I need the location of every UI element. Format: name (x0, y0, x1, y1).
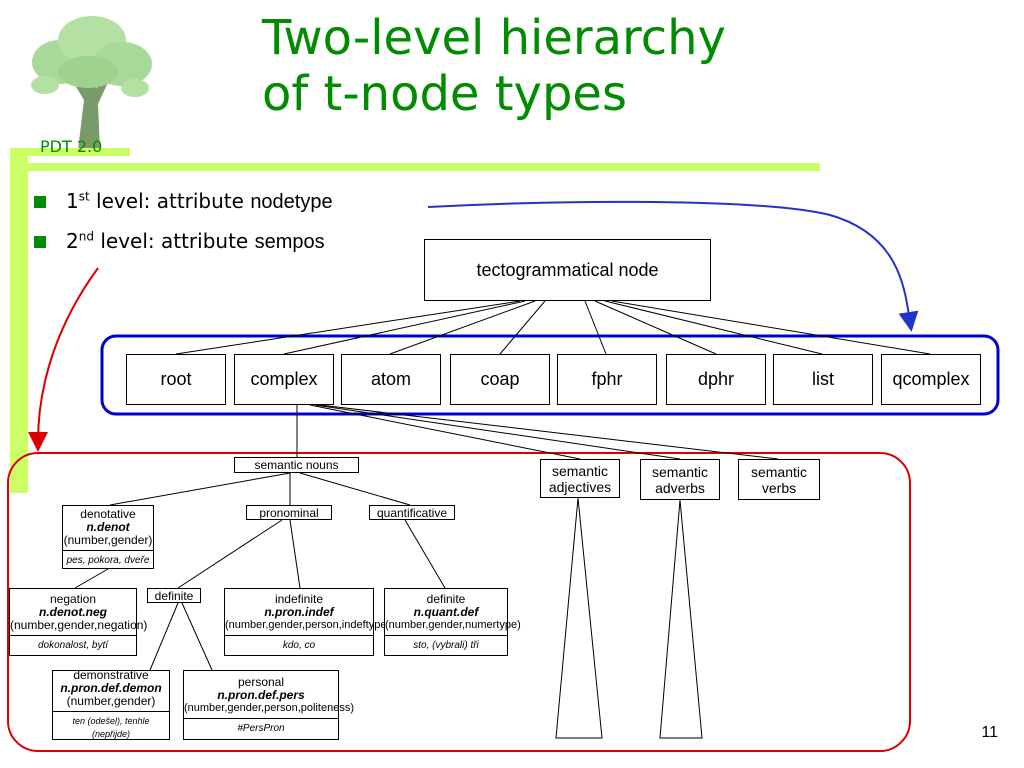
leaf-args: (number,gender) (63, 532, 153, 547)
logo-label: PDT 2.0 (40, 137, 103, 156)
bullet-1-num: 1 (66, 189, 79, 213)
group-semantic-adjectives: semantic adjectives (540, 459, 620, 498)
nodetype-qcomplex: qcomplex (881, 354, 981, 405)
nodetype-coap: coap (450, 354, 550, 405)
nodetype-complex: complex (234, 354, 334, 405)
bullet-marker (34, 236, 46, 248)
nodetype-dphr: dphr (666, 354, 766, 405)
leaf-args: (number,gender,person,indeftype) (225, 618, 391, 631)
leaf-indefinite: indefinite n.pron.indef (number,gender,p… (224, 588, 391, 656)
bullet-2-text: level: attribute (93, 229, 255, 253)
bullet-marker (34, 196, 46, 208)
accent-bar-horizontal (10, 163, 820, 171)
leaf-demonstrative: demonstrative n.pron.def.demon (number,g… (52, 668, 170, 741)
page-number: 11 (981, 724, 998, 741)
leaf-name: definite (426, 591, 466, 606)
leaf-personal: personal n.pron.def.pers (number,gender,… (183, 670, 354, 740)
leaf-denotative: denotative n.denot (number,gender) pes, … (62, 505, 154, 569)
leaf-name: indefinite (274, 591, 324, 606)
leaf-args: (number,gender,negation) (10, 617, 148, 632)
nodetype-root: root (126, 354, 226, 405)
group-quantificative: quantificative (369, 505, 455, 520)
leaf-code: n.pron.def.demon (60, 681, 162, 695)
tree-logo (31, 16, 152, 150)
bullet-2-attr: sempos (254, 231, 325, 253)
leaf-negation: negation n.denot.neg (number,gender,nega… (9, 588, 148, 656)
leaf-code: n.quant.def (413, 604, 479, 619)
accent-bar-top-left (10, 148, 130, 156)
leaf-examples: pes, pokora, dveře (63, 549, 153, 567)
bullet-1-text: level: attribute (89, 189, 251, 213)
leaf-examples: sto, (vybrali) tři (385, 634, 507, 652)
nodetype-fphr: fphr (557, 354, 657, 405)
leaf-name: personal (237, 674, 285, 689)
bullet-1-sup: st (78, 189, 90, 204)
leaf-args: (number,gender,person,politeness) (184, 701, 354, 714)
leaf-name: denotative (80, 506, 136, 521)
tectogrammatical-node: tectogrammatical node (424, 239, 711, 301)
sempos-arrow (28, 267, 99, 452)
leaf-code: n.pron.def.pers (217, 687, 305, 702)
leaf-code: n.pron.indef (264, 604, 334, 619)
group-semantic-adverbs: semantic adverbs (640, 459, 720, 500)
nodetype-list: list (773, 354, 873, 405)
group-definite: definite (147, 588, 201, 603)
leaf-examples: dokonalost, bytí (10, 634, 136, 652)
accent-bar-vertical (10, 148, 28, 493)
nodetype-atom: atom (341, 354, 441, 405)
leaf-quant-definite: definite n.quant.def (number,gender,nume… (384, 588, 521, 656)
bullet-2-num: 2 (66, 229, 79, 253)
leaf-code: n.denot (86, 519, 130, 534)
leaf-name: demonstrative (73, 668, 149, 682)
leaf-args: (number,gender,numertype) (385, 618, 521, 631)
leaf-examples: kdo, co (225, 634, 373, 652)
group-semantic-nouns: semantic nouns (234, 457, 359, 473)
bullet-2: 2nd level: attribute sempos (66, 229, 325, 254)
bullet-1: 1st level: attribute nodetype (66, 189, 333, 214)
leaf-examples: #PersPron (184, 717, 338, 735)
leaf-examples: ten (odešel), tenhle (nepřijde) (53, 711, 169, 741)
group-semantic-verbs: semantic verbs (738, 459, 820, 500)
slide-title: Two-level hierarchy of t-node types (262, 10, 726, 122)
leaf-args: (number,gender) (66, 694, 156, 708)
bullet-2-sup: nd (78, 229, 94, 244)
leaf-code: n.denot.neg (39, 604, 107, 619)
leaf-name: negation (49, 591, 97, 606)
bullet-1-attr: nodetype (250, 191, 333, 213)
group-pronominal: pronominal (246, 505, 332, 520)
